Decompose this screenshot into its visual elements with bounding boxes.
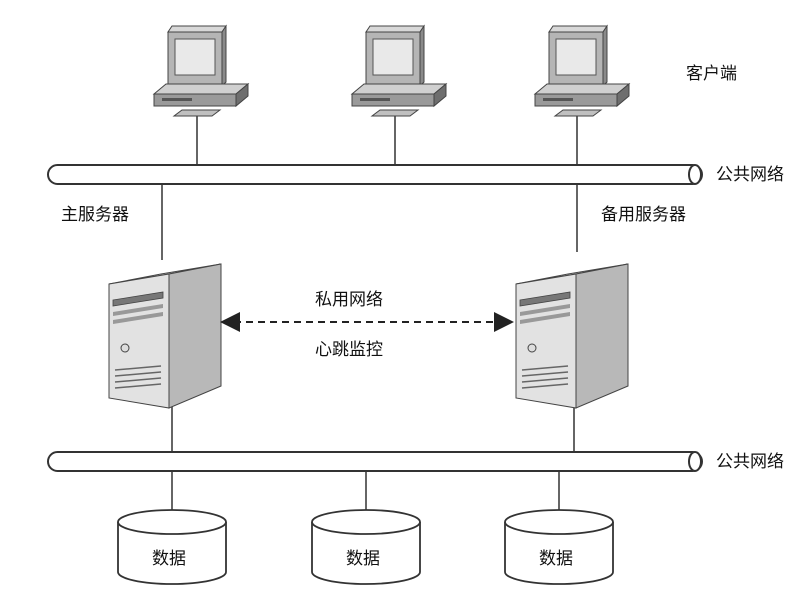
public-network-bus-bottom [47, 451, 703, 472]
heartbeat-label: 心跳监控 [315, 340, 383, 360]
storage-label-2: 数据 [346, 549, 380, 569]
storage-label-1: 数据 [152, 549, 186, 569]
storage-cylinder-2-icon [311, 509, 421, 585]
primary-server-icon [108, 263, 222, 409]
public-network-top-label: 公共网络 [716, 165, 784, 185]
storage-links [171, 471, 560, 512]
client-computer-3-icon [533, 24, 631, 117]
clients-label: 客户端 [686, 64, 737, 84]
private-network-label: 私用网络 [315, 290, 383, 310]
backup-server-label: 备用服务器 [601, 205, 686, 225]
storage-label-3: 数据 [539, 549, 573, 569]
client-links [196, 115, 578, 165]
server-links [161, 184, 578, 452]
backup-server-icon [515, 263, 629, 409]
client-computer-1-icon [152, 24, 250, 117]
primary-server-label: 主服务器 [61, 205, 129, 225]
public-network-bottom-label: 公共网络 [716, 452, 784, 472]
client-computer-2-icon [350, 24, 448, 117]
public-network-bus-top [47, 164, 703, 185]
storage-cylinder-1-icon [117, 509, 227, 585]
storage-cylinder-3-icon [504, 509, 614, 585]
